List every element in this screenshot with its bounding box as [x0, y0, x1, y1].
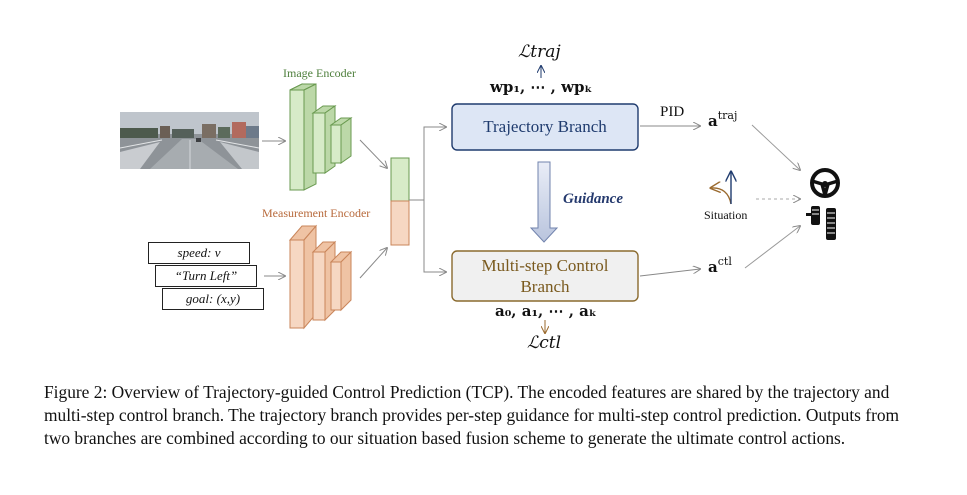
image-encoder-label: Image Encoder [283, 66, 356, 80]
measurement-to-feature-arrow [359, 248, 387, 279]
traj-to-fusion-arrow [751, 124, 800, 170]
trajectory-branch-label: Trajectory Branch [483, 117, 607, 136]
image-encoder-blocks [289, 83, 353, 191]
goal-input-card: goal: (x,y) [162, 288, 264, 310]
control-action-label: actl [708, 255, 732, 276]
control-action-superscript: ctl [717, 255, 732, 268]
feature-vector [390, 157, 410, 246]
control-loss-label: ℒctl [527, 333, 562, 353]
road-scene-image [120, 112, 259, 169]
control-branch-label-line1: Multi-step Control [481, 256, 609, 275]
command-input-card: “Turn Left” [155, 265, 257, 287]
control-branch-box [451, 250, 639, 302]
pid-label: PID [660, 104, 685, 120]
waypoints-label: wp₁, ⋯ , wpₖ [490, 78, 593, 96]
trajectory-action-label: atraj [708, 109, 738, 130]
situation-turn-arrow [711, 188, 732, 205]
measurement-encoder-label: Measurement Encoder [262, 206, 371, 220]
actions-label: a₀, a₁, ⋯ , aₖ [495, 302, 597, 320]
tcp-architecture-diagram [262, 0, 840, 380]
feature-to-branches-connector [423, 126, 430, 273]
image-to-feature-arrow [359, 139, 387, 168]
control-branch-label: Multi-step Control Branch [452, 255, 638, 297]
control-action-base: a [708, 258, 718, 276]
measurement-encoder-blocks [288, 224, 353, 330]
guidance-arrow [529, 161, 559, 243]
trajectory-loss-label: ℒtraj [518, 42, 561, 62]
steering-wheel-icon [810, 168, 840, 198]
guidance-label: Guidance [563, 191, 623, 207]
speed-input-card: speed: v [148, 242, 250, 264]
trajectory-action-base: a [708, 112, 718, 130]
trajectory-action-superscript: traj [717, 109, 738, 122]
figure-caption: Figure 2: Overview of Trajectory-guided … [44, 382, 900, 448]
control-branch-label-line2: Branch [520, 277, 570, 296]
ctl-to-fusion-arrow [744, 226, 800, 269]
control-output-arrow [639, 269, 700, 277]
situation-label: Situation [704, 208, 748, 222]
trajectory-branch-box [451, 103, 639, 151]
pedals-icon [806, 206, 836, 240]
